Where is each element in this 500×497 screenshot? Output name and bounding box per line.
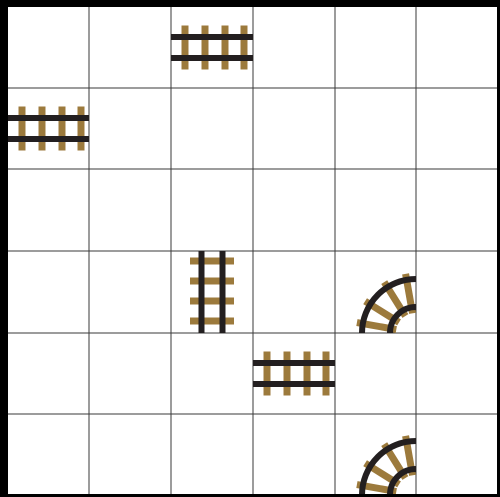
grid-cell-r2-c1[interactable] <box>89 169 171 251</box>
track-tie <box>190 318 234 325</box>
grid-cell-r2-c0[interactable] <box>8 169 89 251</box>
grid-cell-r5-c5[interactable] <box>416 414 497 495</box>
grid-cell-r5-c4[interactable] <box>335 414 416 495</box>
grid-cell-r0-c1[interactable] <box>89 7 171 88</box>
track-rail <box>253 381 335 387</box>
board-border-top <box>0 0 500 7</box>
track-tie <box>241 26 248 70</box>
track-rail <box>171 55 253 61</box>
track-rail <box>8 136 89 142</box>
grid-cell-r1-c2[interactable] <box>171 88 253 169</box>
track-tie <box>39 107 46 151</box>
track-tie <box>190 278 234 285</box>
track-tie <box>202 26 209 70</box>
grid-cell-r5-c0[interactable] <box>8 414 89 495</box>
track-tie <box>284 352 291 396</box>
grid-cell-r4-c1[interactable] <box>89 333 171 414</box>
grid-cell-r0-c5[interactable] <box>416 7 497 88</box>
track-rail <box>253 360 335 366</box>
grid-cell-r1-c1[interactable] <box>89 88 171 169</box>
track-tie <box>264 352 271 396</box>
grid-cell-r0-c4[interactable] <box>335 7 416 88</box>
grid-cell-r4-c5[interactable] <box>416 333 497 414</box>
track-tie <box>190 258 234 265</box>
grid-cell-r4-c2[interactable] <box>171 333 253 414</box>
grid-cell-r4-c0[interactable] <box>8 333 89 414</box>
track-tie <box>323 352 330 396</box>
track-tie <box>190 298 234 305</box>
grid-cell-r3-c1[interactable] <box>89 251 171 333</box>
track-tie <box>78 107 85 151</box>
grid-cell-r2-c2[interactable] <box>171 169 253 251</box>
grid-cell-r0-c3[interactable] <box>253 7 335 88</box>
grid-cell-r4-c4[interactable] <box>335 333 416 414</box>
track-tie <box>222 26 229 70</box>
grid-cell-r3-c0[interactable] <box>8 251 89 333</box>
grid-cell-r1-c3[interactable] <box>253 88 335 169</box>
track-rail <box>171 34 253 40</box>
grid-cell-r1-c4[interactable] <box>335 88 416 169</box>
grid-cell-r0-c0[interactable] <box>8 7 89 88</box>
grid-cell-r5-c1[interactable] <box>89 414 171 495</box>
grid-cell-r2-c4[interactable] <box>335 169 416 251</box>
track-rail <box>220 251 226 333</box>
grid-cell-r5-c3[interactable] <box>253 414 335 495</box>
grid-cell-r2-c5[interactable] <box>416 169 497 251</box>
board-border-left <box>0 0 8 497</box>
grid-cell-r3-c5[interactable] <box>416 251 497 333</box>
grid-cell-r5-c2[interactable] <box>171 414 253 495</box>
grid-cell-r2-c3[interactable] <box>253 169 335 251</box>
grid-cell-r3-c4[interactable] <box>335 251 416 333</box>
track-tie <box>304 352 311 396</box>
track-tie <box>182 26 189 70</box>
grid-cell-r1-c5[interactable] <box>416 88 497 169</box>
grid-cell-r3-c3[interactable] <box>253 251 335 333</box>
track-tie <box>59 107 66 151</box>
track-rail <box>8 115 89 121</box>
track-rail <box>199 251 205 333</box>
track-tie <box>19 107 26 151</box>
